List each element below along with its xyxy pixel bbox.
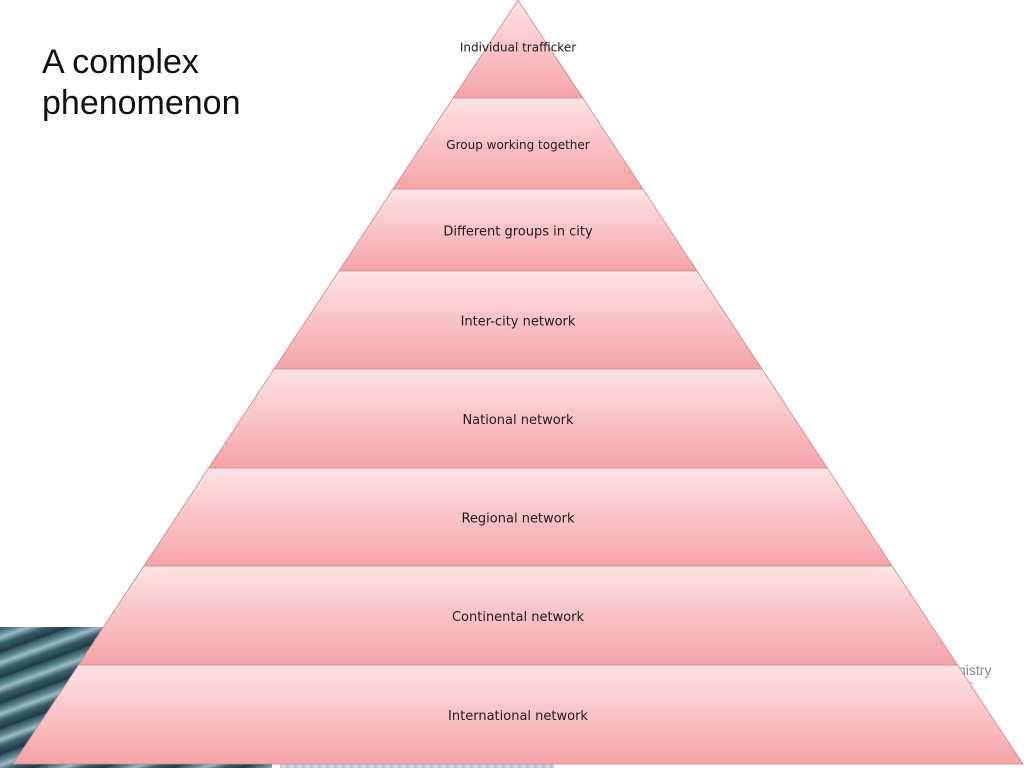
pyramid-tier-label: International network [448,709,588,724]
pyramid-tier-label: Continental network [452,610,585,625]
pyramid-tier-label: Regional network [461,512,574,527]
pyramid-tier-label: Group working together [446,138,589,152]
pyramid-tier-shape [12,664,1024,765]
pyramid-tier: Continental network [77,565,959,666]
pyramid-tier-label: Individual trafficker [460,41,576,55]
pyramid-tier-label: Inter-city network [461,315,576,330]
ministry-text: nistry [958,662,992,678]
pyramid-tier: Inter-city network [273,270,763,370]
pyramid-tier: International network [12,664,1024,765]
pyramid-tier: Group working together [392,97,644,190]
pyramid-tier: Individual trafficker [452,0,584,99]
pyramid-tier: Regional network [143,467,893,567]
pyramid-tier-label: Different groups in city [443,225,593,240]
pyramid-tier: Different groups in city [338,188,698,272]
pyramid-tier-label: National network [462,413,574,428]
pyramid-tier: National network [207,368,829,469]
slide-title: A complex phenomenon [42,43,241,122]
